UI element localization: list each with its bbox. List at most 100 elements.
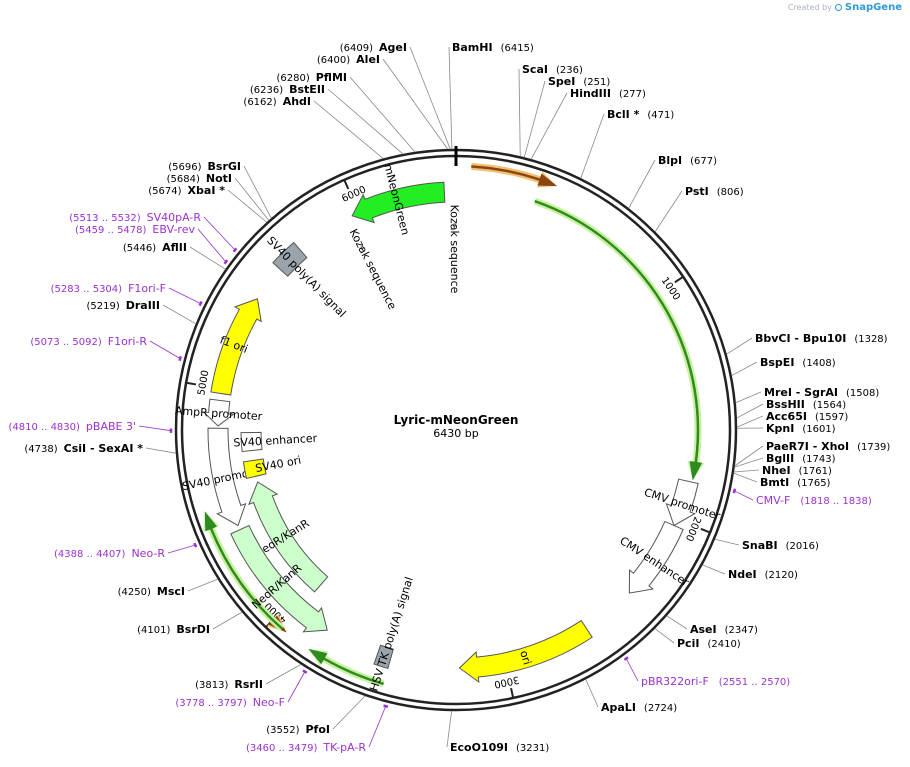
- site-bglii[interactable]: BglII(1743): [734, 452, 836, 468]
- site-scai[interactable]: ScaI(236): [518, 63, 583, 157]
- site-spei[interactable]: SpeI(251): [523, 75, 610, 158]
- site-ndei[interactable]: NdeI(2120): [702, 564, 798, 581]
- feature-neor-kanr[interactable]: [230, 524, 328, 633]
- feature-sv40-promoter[interactable]: [207, 427, 247, 527]
- feature-sv40-ori[interactable]: [242, 458, 267, 480]
- primer-tk-pa-r[interactable]: TK-pA-R(3460 .. 3479): [246, 704, 389, 754]
- site-bbvci-bpu10i[interactable]: BbvCI - Bpu10I(1328): [726, 332, 888, 355]
- orf-arrow: [534, 199, 703, 481]
- created-by-text: Created by: [787, 3, 832, 12]
- feature-hsv-tk-poly-a-signal[interactable]: [373, 644, 394, 670]
- site-pfoi[interactable]: PfoI(3552): [266, 695, 366, 736]
- site-noti[interactable]: NotI(5684): [167, 172, 270, 221]
- primer-ebv-rev[interactable]: EBV-rev(5459 .. 5478): [75, 223, 229, 265]
- site-hindiii[interactable]: HindIII(277): [530, 87, 646, 160]
- primer-binding-mark: [383, 704, 389, 708]
- site-mrei-sgrai[interactable]: MreI - SgrAI(1508): [735, 386, 880, 404]
- feature-kozak-sequence[interactable]: [453, 223, 457, 227]
- site-bcli[interactable]: BclI *(471): [580, 108, 675, 179]
- snapgene-name: SnapGene: [844, 2, 902, 13]
- site-position: (5446): [123, 243, 156, 254]
- site-snabi[interactable]: SnaBI(2016): [714, 538, 819, 552]
- orf-arrow: [471, 165, 558, 187]
- feature-f1-ori[interactable]: [210, 298, 262, 396]
- primer-pbabe-3[interactable]: pBABE 3'(4810 .. 4830): [9, 420, 173, 433]
- primer-layer: CMV-F(1818 .. 1838) pBR322ori-F(2551 .. 2…: [9, 211, 872, 754]
- site-acc65i[interactable]: Acc65I(1597): [736, 410, 848, 428]
- site-bamhi[interactable]: BamHI(6415): [448, 41, 534, 150]
- site-blpi[interactable]: BlpI(677): [628, 154, 717, 209]
- orf-arrow: [308, 648, 385, 686]
- primer-pbr322ori-f[interactable]: pBR322ori-F(2551 .. 2570): [623, 656, 791, 688]
- primer-range: (2551 .. 2570): [719, 677, 791, 688]
- site-leader-line: [734, 457, 764, 468]
- site-name: KpnI: [766, 422, 794, 435]
- site-ecoo109i[interactable]: EcoO109I(3231): [446, 710, 549, 754]
- site-pcii[interactable]: PciI (2410): [654, 628, 741, 650]
- feature-ori[interactable]: [458, 619, 593, 684]
- site-leader-line: [227, 189, 268, 223]
- site-bsrgi[interactable]: BsrGI(5696): [168, 160, 272, 219]
- site-ahdi[interactable]: AhdI(6162): [243, 95, 384, 159]
- feature-sv40-poly-a-signal[interactable]: [272, 241, 308, 277]
- site-position: (2410): [707, 639, 740, 650]
- primer-neo-r[interactable]: Neo-R(4388 .. 4407): [54, 542, 198, 560]
- site-aflii[interactable]: AflII(5446): [123, 241, 226, 270]
- primer-sv40pa-r[interactable]: SV40pA-R(5513 .. 5532): [69, 211, 238, 253]
- feature-neor-kanr[interactable]: [248, 481, 329, 593]
- site-leader-line: [448, 46, 453, 150]
- primer-neo-f[interactable]: Neo-F(3778 .. 3797): [175, 669, 308, 709]
- primer-f1ori-f[interactable]: F1ori-F(5283 .. 5304): [51, 282, 203, 307]
- feature-label: Kozak sequence: [347, 227, 399, 312]
- primer-leader-line: [625, 658, 639, 682]
- site-name: NheI: [762, 464, 791, 477]
- site-asei[interactable]: AseI(2347): [666, 615, 758, 636]
- site-nhei[interactable]: NheI(1761): [733, 464, 832, 477]
- feature-cmv-enhancer[interactable]: [628, 520, 684, 594]
- site-name: BbvCI - Bpu10I: [755, 332, 846, 345]
- primer-range: (4810 .. 4830): [9, 422, 81, 433]
- feature-sv40-enhancer[interactable]: [240, 431, 263, 453]
- primer-range: (5073 .. 5092): [30, 337, 102, 348]
- site-name: AleI: [356, 53, 380, 66]
- site-name: PfoI: [306, 723, 331, 736]
- site-draiii[interactable]: DraIII(5219): [86, 299, 197, 325]
- site-bsshii[interactable]: BssHII(1564): [736, 398, 846, 419]
- site-xbai[interactable]: XbaI *(5674): [148, 184, 268, 223]
- site-leader-line: [212, 611, 243, 630]
- site-name: SnaBI: [742, 539, 778, 552]
- feature-ampr-promoter[interactable]: [202, 398, 235, 427]
- site-pflmi[interactable]: PflMI(6280): [276, 71, 416, 153]
- site-bsteii[interactable]: BstEII(6236): [250, 83, 404, 155]
- site-agei[interactable]: AgeI(6409): [340, 41, 451, 150]
- site-leader-line: [731, 361, 758, 376]
- site-leader-line: [243, 165, 272, 219]
- feature-kozak-sequence[interactable]: [360, 245, 365, 250]
- site-leader-line: [313, 100, 384, 159]
- site-alei[interactable]: AleI(6400): [317, 53, 449, 150]
- site-kpni[interactable]: KpnI(1601): [736, 422, 836, 435]
- site-bsrdi[interactable]: BsrDI(4101): [137, 611, 243, 636]
- plasmid-size: 6430 bp: [433, 427, 478, 440]
- site-paer7i-xhoi[interactable]: PaeR7I - XhoI(1739): [734, 440, 891, 467]
- primer-range: (3778 .. 3797): [175, 698, 247, 709]
- feature-cmv-promoter[interactable]: [665, 478, 699, 527]
- feature-mneongreen[interactable]: [351, 181, 446, 224]
- site-bspei[interactable]: BspEI(1408): [731, 356, 836, 376]
- site-name: BsrGI: [208, 160, 241, 173]
- primer-leader-line: [138, 425, 172, 432]
- primer-f1ori-r[interactable]: F1ori-R(5073 .. 5092): [30, 335, 182, 361]
- site-apali[interactable]: ApaLI(2724): [585, 679, 678, 714]
- site-msci[interactable]: MscI(4250): [118, 578, 218, 598]
- site-leader-line: [265, 664, 302, 685]
- site-leader-line: [734, 445, 764, 467]
- site-name: PflMI: [316, 71, 347, 84]
- primer-cmv-f[interactable]: CMV-F(1818 .. 1838): [732, 488, 872, 507]
- site-rsrii[interactable]: RsrII(3813): [195, 664, 302, 691]
- site-csii-sexai[interactable]: CsiI - SexAI *(4738): [24, 442, 177, 455]
- site-bmti[interactable]: BmtI(1765): [733, 472, 831, 489]
- site-name: PciI: [677, 637, 699, 650]
- site-psti[interactable]: PstI(806): [654, 185, 744, 232]
- site-position: (3813): [195, 680, 228, 691]
- orf-halo: [533, 197, 705, 480]
